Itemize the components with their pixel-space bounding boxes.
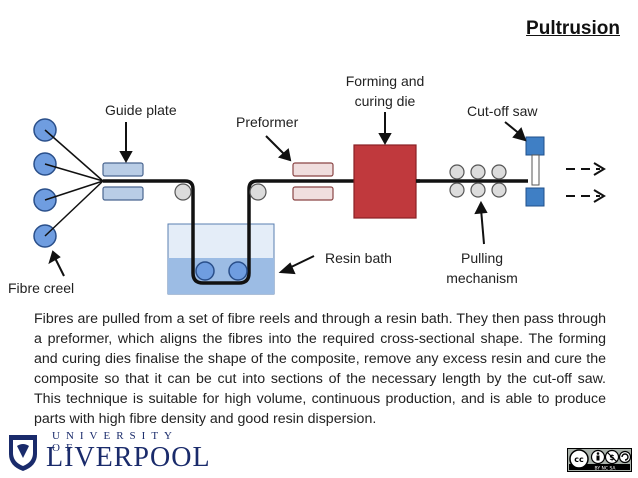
bath-roller: [228, 261, 248, 281]
saw-block-lower: [525, 187, 545, 207]
description-paragraph: Fibres are pulled from a set of fibre re…: [34, 311, 606, 427]
pulling-roller: [491, 164, 507, 180]
pulling-roller: [491, 182, 507, 198]
pulling-roller: [470, 164, 486, 180]
logo-liverpool: LIVERPOOL: [46, 442, 211, 473]
crest-icon: [9, 435, 37, 471]
output-arrows: [566, 162, 606, 203]
preformer-upper: [292, 162, 334, 177]
guide-roller: [249, 183, 267, 201]
pulling-rollers: [449, 164, 507, 198]
guide-plate-lower: [102, 186, 144, 201]
fibre-creel-label: Fibre creel: [8, 280, 75, 296]
pulling-roller: [470, 182, 486, 198]
cut-off-saw-label: Cut-off saw: [467, 103, 538, 119]
bath-roller: [195, 261, 215, 281]
saw-blade: [531, 154, 540, 186]
forming-die-label: Forming and curing die: [345, 73, 425, 109]
fibre-reels: [33, 118, 57, 248]
pulling-roller: [449, 164, 465, 180]
page-title: Pultrusion: [526, 18, 620, 39]
guide-plate-upper: [102, 162, 144, 177]
cc-license-badge[interactable]: cc $ BY NC SA: [567, 448, 632, 472]
pulling-roller: [449, 182, 465, 198]
pulling-mechanism-label: Pulling mechanism: [446, 250, 518, 286]
fibre-strands: [44, 129, 104, 237]
pultrusion-diagram: [33, 112, 606, 295]
resin-bath-resin: [168, 258, 274, 294]
forming-curing-die: [353, 144, 417, 219]
preformer-label: Preformer: [236, 114, 299, 130]
saw-block-upper: [525, 136, 545, 156]
cc-terms: BY NC SA: [595, 466, 617, 472]
logo-university-of: UNIVERSITY OF: [52, 430, 178, 454]
resin-bath-label: Resin bath: [325, 250, 392, 266]
preformer-lower: [292, 186, 334, 201]
guide-plate-label: Guide plate: [105, 102, 177, 118]
composite-path: [103, 179, 528, 285]
university-logo: UNIVERSITY OF LIVERPOOL: [6, 430, 210, 473]
guide-roller: [174, 183, 192, 201]
label-arrows: [48, 112, 527, 277]
cc-text: cc: [574, 455, 584, 464]
